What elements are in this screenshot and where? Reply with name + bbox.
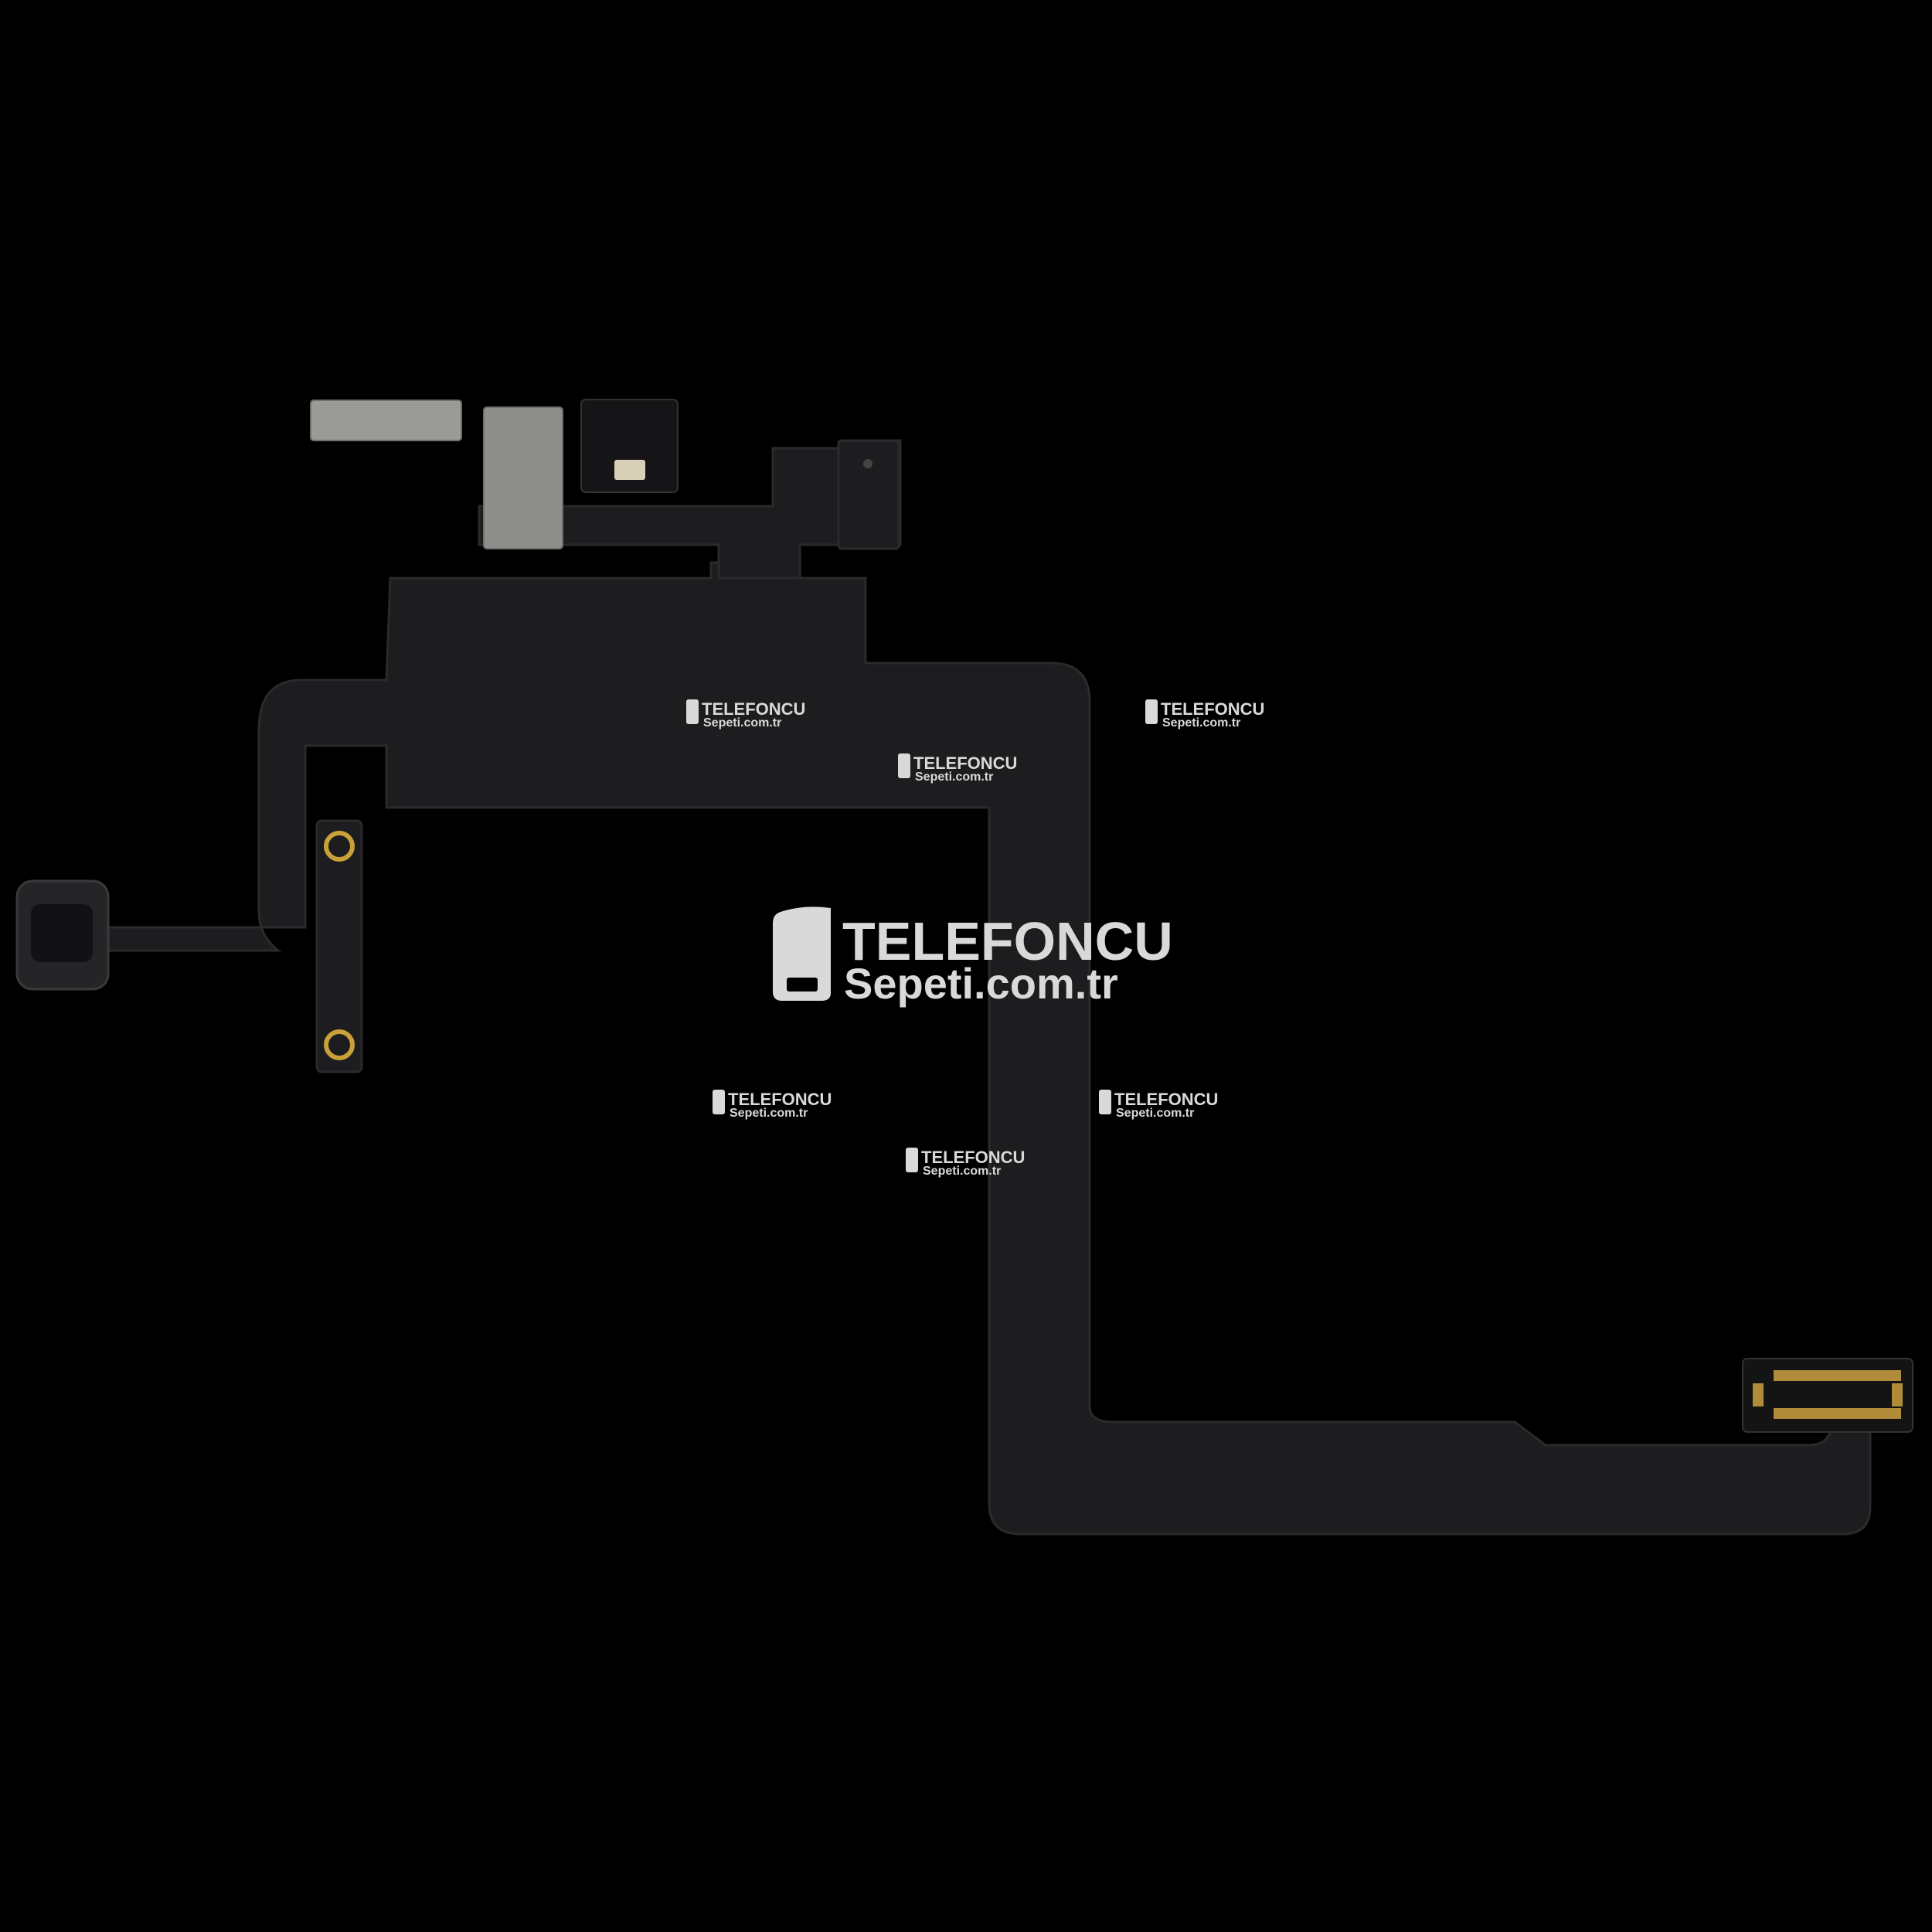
board-connector [1742,1358,1913,1433]
watermark-domain: Sepeti.com.tr [1162,716,1240,730]
screw-hole-bottom [324,1029,355,1060]
screw-hole-top [324,831,355,862]
mount-bracket [315,819,363,1073]
watermark-brand: TELEFONCU [921,1148,1025,1167]
watermark-small-2: TELEFONCU Sepeti.com.tr [1145,699,1264,730]
flex-ribbon [107,561,1872,1536]
stiffener-small [310,400,462,441]
watermark-brand: TELEFONCU [728,1090,832,1109]
watermark-small-5: TELEFONCU Sepeti.com.tr [1099,1090,1218,1120]
phone-leaf-icon [713,1090,725,1114]
flex-cable [15,399,1913,1536]
watermark-small-6: TELEFONCU Sepeti.com.tr [906,1148,1025,1178]
upper-branch [478,439,902,580]
phone-leaf-icon [1145,699,1158,724]
watermark-brand: TELEFONCU [842,911,1173,971]
watermark-domain: Sepeti.com.tr [844,959,1118,1008]
connector-pins [1753,1370,1903,1419]
phone-leaf-icon [686,699,699,724]
sensor-block [580,399,679,493]
watermark-domain: Sepeti.com.tr [915,770,993,784]
watermark-small-4: TELEFONCU Sepeti.com.tr [713,1090,832,1120]
watermark-brand: TELEFONCU [1114,1090,1218,1109]
watermark-domain: Sepeti.com.tr [730,1107,808,1120]
watermark-small-3: TELEFONCU Sepeti.com.tr [898,753,1017,784]
phone-leaf-icon [898,753,910,778]
watermark-domain: Sepeti.com.tr [923,1165,1001,1178]
watermark-domain: Sepeti.com.tr [703,716,781,730]
stiffener-large [483,406,563,549]
watermark-brand: TELEFONCU [702,699,805,719]
tab-pin [863,459,872,468]
phone-leaf-icon [773,906,831,1001]
watermark-domain: Sepeti.com.tr [1116,1107,1194,1120]
flex-tab [837,439,900,550]
phone-leaf-icon [1099,1090,1111,1114]
microphone-mesh [31,904,93,962]
watermark-small-1: TELEFONCU Sepeti.com.tr [686,699,805,730]
watermark-brand: TELEFONCU [913,753,1017,773]
watermark-brand: TELEFONCU [1161,699,1264,719]
sensor-window [614,460,645,480]
phone-leaf-icon [906,1148,918,1172]
watermark-large: TELEFONCU Sepeti.com.tr [773,906,1173,1008]
